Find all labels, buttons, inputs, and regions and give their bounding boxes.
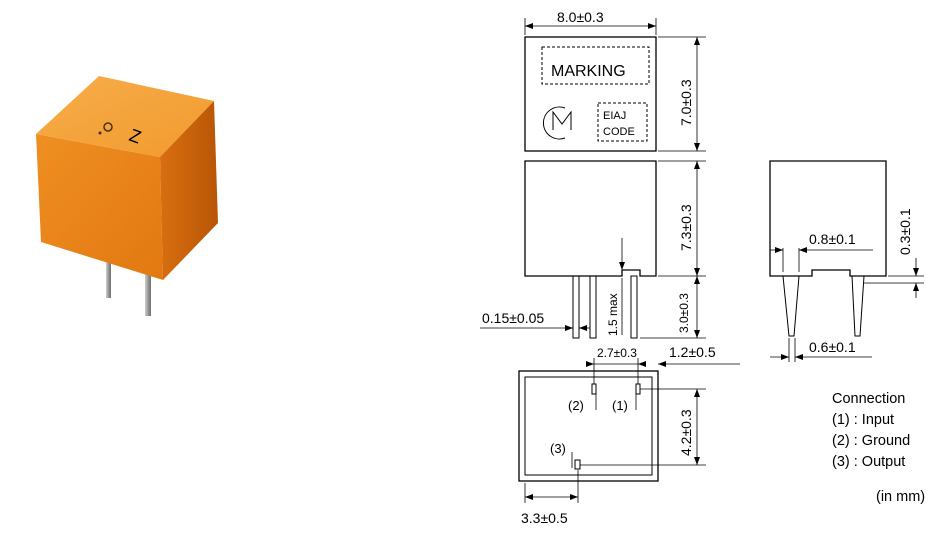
- legend-item-input: (1) : Input: [832, 412, 895, 428]
- pin-3-label: (3): [550, 441, 566, 456]
- front-view: 7.3±0.3 3.0±0.3 1.5 max 0.15±0.05: [480, 160, 706, 339]
- pin-lead-right: [145, 268, 151, 316]
- body-side-face: [160, 101, 218, 280]
- pin-2-label: (2): [568, 398, 584, 413]
- dim-side-lead-width: 0.6±0.1: [809, 339, 856, 355]
- connection-legend: Connection (1) : Input (2) : Ground (3) …: [832, 389, 910, 473]
- dim-standoff-max: 1.5 max: [606, 293, 620, 336]
- body-front-face: [36, 134, 163, 280]
- marking-dot: [103, 122, 113, 132]
- marking-dot-small: [98, 131, 102, 135]
- side-view: 0.8±0.1 0.3±0.1 0.6±0.1: [769, 160, 924, 362]
- body-top-face: [36, 76, 214, 157]
- pad-pin-2: [591, 383, 597, 395]
- unit-note: (in mm): [876, 489, 926, 505]
- marking-label: MARKING: [551, 63, 626, 80]
- eiaj-code-box: [597, 102, 648, 142]
- marking-box: [541, 46, 650, 85]
- code-label: CODE: [603, 126, 635, 138]
- pad-pin-3: [574, 459, 581, 470]
- dim-side-standoff-width: 0.8±0.1: [809, 231, 856, 247]
- legend-title: Connection: [832, 391, 906, 407]
- footprint-view: (2) (1) (3) 2.7±0.3 1.2±0.5 4.2±0.3 3.3±…: [518, 344, 740, 526]
- top-view: MARKING EIAJ CODE 8.0±0.3 7.0±0.3: [524, 9, 706, 152]
- eiaj-label: EIAJ: [603, 110, 626, 122]
- dim-side-standoff-height: 0.3±0.1: [897, 208, 913, 255]
- dim-body-height: 7.3±0.3: [678, 204, 694, 251]
- dim-footprint-offset: 3.3±0.5: [521, 510, 568, 526]
- dim-lead-height: 3.0±0.3: [677, 293, 691, 333]
- dim-lead-thickness: 0.15±0.05: [482, 310, 544, 326]
- pad-pin-1: [635, 383, 641, 395]
- manufacturer-logo-icon: [543, 106, 572, 140]
- legend-item-ground: (2) : Ground: [832, 433, 911, 449]
- pin-lead-left: [106, 262, 111, 298]
- component-photo: Z: [36, 76, 218, 316]
- pin-1-label: (1): [612, 398, 628, 413]
- dim-top-width: 8.0±0.3: [557, 9, 604, 25]
- dim-pin-pitch: 2.7±0.3: [597, 346, 637, 360]
- dim-top-height: 7.0±0.3: [678, 79, 694, 126]
- dim-pin-offset: 1.2±0.5: [669, 344, 716, 360]
- legend-item-output: (3) : Output: [832, 454, 906, 470]
- dim-footprint-height: 4.2±0.3: [678, 409, 694, 456]
